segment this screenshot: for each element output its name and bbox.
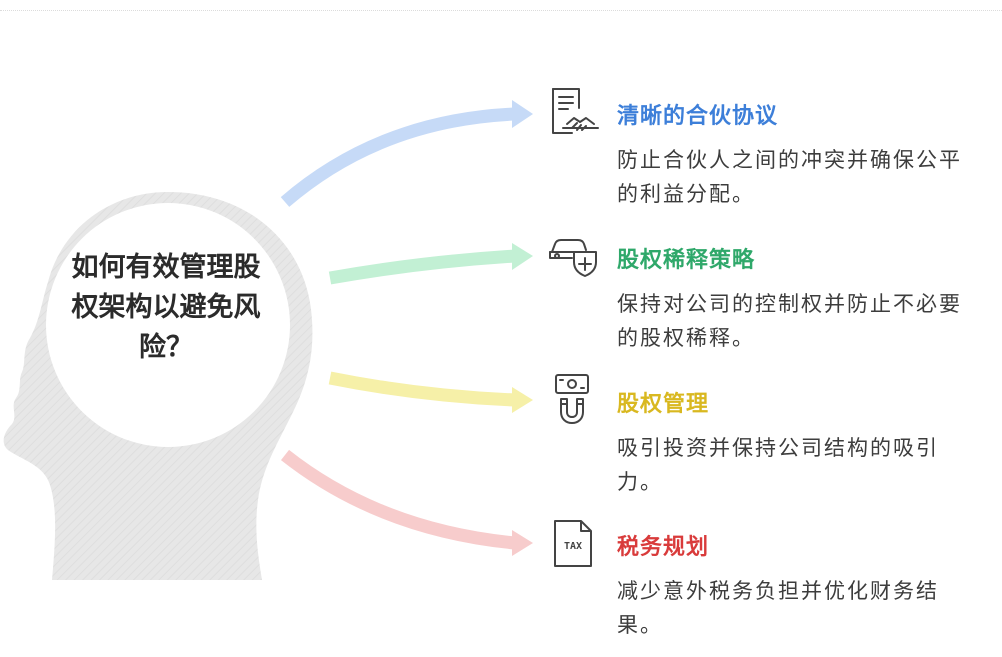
item-3-title: 股权管理: [617, 391, 710, 417]
item-1-title: 清晰的合伙协议: [617, 103, 779, 129]
arrow-2-head: [512, 243, 533, 270]
arrow-2-shaft: [328, 249, 516, 285]
arrow-1-head: [512, 100, 533, 128]
item-1-description: 防止合伙人之间的冲突并确保公平的利益分配。: [617, 148, 962, 206]
arrow-3-head: [512, 387, 533, 413]
central-question: 如何有效管理股权架构以避免风险？: [71, 252, 261, 363]
arrow-3-shaft: [328, 371, 516, 407]
arrow-1: [280, 100, 533, 207]
question-circle: [46, 203, 290, 447]
arrow-2: [328, 243, 533, 285]
arrow-4-head: [512, 530, 533, 556]
arrow-4: [280, 449, 533, 556]
item-3-description: 吸引投资并保持公司结构的吸引力。: [617, 436, 939, 494]
tax-document-icon: TAX: [554, 520, 592, 567]
top-dotted-divider: [0, 10, 1002, 11]
item-4-title: 税务规划: [617, 534, 710, 560]
item-4-description: 减少意外税务负担并优化财务结果。: [617, 579, 939, 637]
arrow-3: [328, 371, 533, 413]
tax-icon-label: TAX: [564, 541, 582, 552]
contract-handshake-icon: [552, 88, 599, 134]
money-magnet-icon: [555, 374, 589, 424]
item-2-title: 股权稀释策略: [617, 247, 756, 273]
arrow-1-shaft: [280, 107, 516, 207]
arrow-4-shaft: [280, 449, 516, 550]
item-2-description: 保持对公司的控制权并防止不必要的股权稀释。: [617, 292, 962, 350]
shield-plus-icon: [549, 239, 597, 277]
